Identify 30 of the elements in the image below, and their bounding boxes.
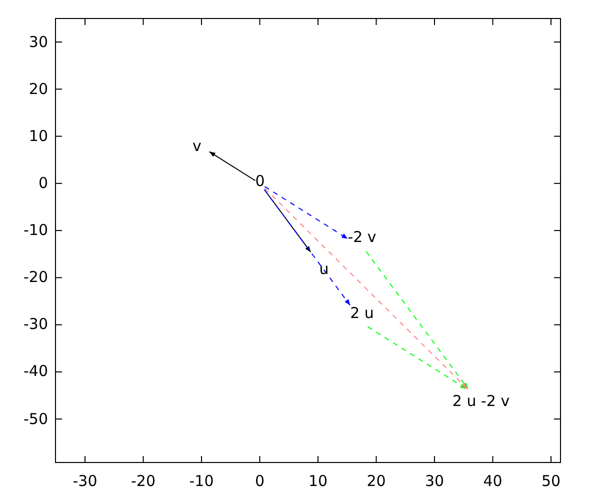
tick-label: 20: [366, 473, 386, 490]
point-label: 2 u: [350, 304, 374, 327]
tick-label: -30: [24, 316, 48, 334]
vector-arrow: [367, 326, 467, 390]
vector-arrow: [264, 186, 348, 240]
tick-label: 10: [308, 473, 328, 490]
tick-label: -50: [24, 410, 48, 428]
tick-label: 30: [28, 34, 48, 51]
tick-label: -20: [24, 269, 48, 286]
tick-label: 50: [541, 473, 561, 490]
tick-label: -30: [72, 473, 98, 490]
tick-label: 30: [424, 473, 444, 490]
tick-label: 0: [254, 473, 265, 490]
point-label: -2 v: [348, 228, 376, 252]
point-label: v: [192, 138, 210, 154]
vector-arrow: [366, 250, 468, 390]
tick-label: 40: [483, 473, 502, 490]
point-label: 0: [255, 172, 265, 190]
tick-label: -10: [189, 473, 214, 490]
vector-arrow: [264, 188, 468, 390]
tick-label: -20: [131, 473, 156, 490]
point-label: 2 u -2 v: [452, 388, 510, 410]
tick-label: 0: [38, 174, 48, 192]
tick-label: -10: [24, 222, 48, 240]
tick-label: 10: [28, 128, 48, 145]
vector-arrow: [208, 151, 256, 182]
point-label: u: [310, 252, 329, 278]
tick-label: 20: [28, 80, 48, 98]
vector-arrow: [264, 189, 351, 306]
tick-label: -40: [24, 363, 48, 380]
